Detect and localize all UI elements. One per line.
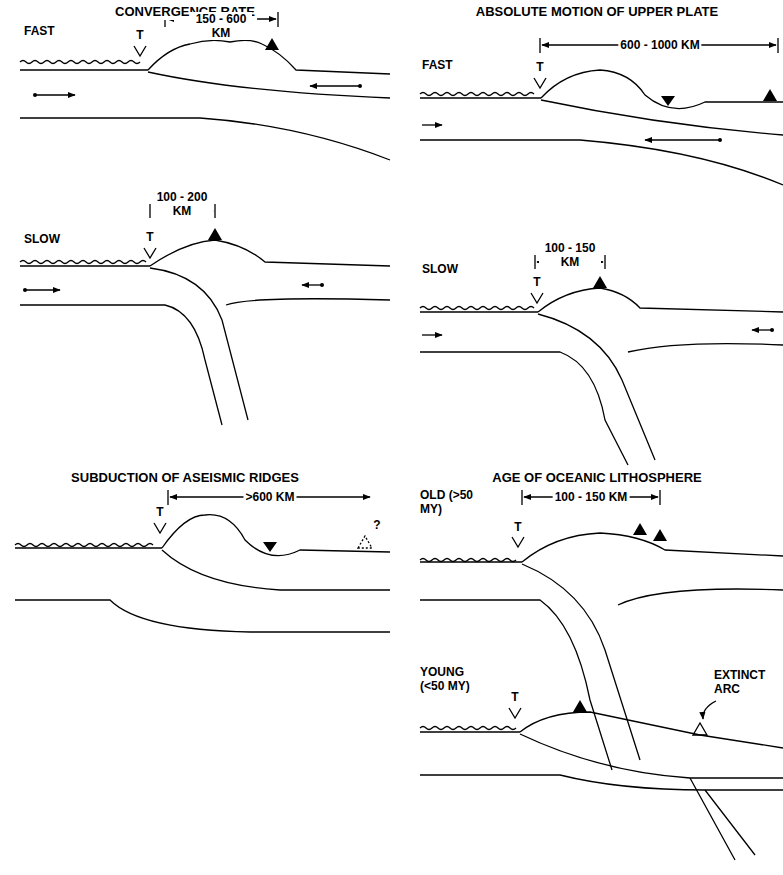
dimension-label: 100 - 200 KM: [151, 190, 213, 218]
upper-plate-base: [226, 299, 390, 305]
ocean-plate-top: [20, 69, 148, 70]
slab-top: [162, 550, 390, 590]
ocean-plate-top: [420, 731, 520, 732]
upper-plate-surface: [520, 712, 783, 748]
motion-arrow-tail: [320, 283, 324, 287]
plate-motion-arrow: [310, 85, 360, 86]
plate-motion-arrow: [422, 334, 442, 335]
trench-mark: [154, 523, 166, 533]
plate-motion-arrow: [422, 124, 442, 125]
sea-surface: [420, 93, 534, 96]
plate-motion-arrow: [752, 329, 772, 330]
slab-bottom: [15, 600, 390, 632]
slab-bottom: [420, 140, 783, 185]
volcanic-arc-symbol: [763, 89, 777, 101]
extinct-arc-symbol: [358, 536, 372, 548]
upper-plate-surface: [162, 515, 390, 556]
plate-motion-arrow: [302, 284, 322, 285]
sea-surface: [15, 544, 153, 547]
upper-plate-surface: [538, 288, 783, 312]
slab-bottom: [420, 352, 628, 465]
extinct-arc-symbol: [693, 723, 707, 735]
panel-title: AGE OF OCEANIC LITHOSPHERE: [490, 470, 703, 486]
sea-surface: [420, 727, 516, 730]
volcanic-arc-symbol: [653, 529, 667, 541]
plate-motion-arrow: [25, 289, 60, 290]
slab-top: [538, 314, 655, 460]
slab-top: [520, 734, 783, 778]
slab-bottom: [20, 118, 390, 160]
sea-surface: [20, 261, 146, 264]
slab-top: [541, 100, 783, 135]
plate-motion-arrow: [35, 94, 75, 95]
callout-label: EXTINCT ARC: [712, 668, 778, 696]
ocean-plate-top: [420, 561, 522, 562]
trench-mark: [134, 46, 146, 56]
slab-bottom: [20, 305, 222, 425]
motion-arrow-tail: [718, 138, 722, 142]
dimension-label: 100 - 150 KM: [539, 241, 601, 269]
dimension-label: 100 - 150 KM: [553, 490, 630, 504]
leader-line: [703, 701, 716, 719]
dimension-label: >600 KM: [243, 490, 296, 504]
trench-label: T: [134, 28, 145, 42]
volcanic-arc-symbol: [265, 38, 279, 50]
motion-arrow-tail: [358, 84, 362, 88]
ocean-plate-top: [20, 265, 150, 266]
ocean-plate-top: [420, 311, 538, 312]
trench-mark: [144, 248, 156, 258]
dimension-label: 150 - 600 KM: [190, 12, 252, 40]
ocean-plate-top: [15, 547, 162, 548]
case-label: FAST: [420, 58, 455, 72]
ocean-plate-top: [420, 97, 541, 98]
upper-plate-surface: [150, 240, 390, 266]
slab-top: [522, 564, 640, 760]
volcanic-arc-symbol: [633, 523, 647, 535]
dimension-tick: [522, 490, 660, 505]
panel-title: ABSOLUTE MOTION OF UPPER PLATE: [474, 4, 720, 20]
sea-surface: [20, 61, 140, 64]
upper-plate-surface: [541, 70, 783, 109]
volcanic-arc-symbol: [573, 700, 587, 712]
trench-mark: [534, 78, 546, 88]
dimension-tick: [167, 490, 168, 505]
dimension-tick: [540, 38, 778, 53]
dimension-label: 600 - 1000 KM: [618, 38, 701, 52]
motion-arrow-tail: [770, 328, 774, 332]
case-label: YOUNG (<50 MY): [418, 665, 484, 693]
trench-mark: [512, 537, 524, 547]
volcanic-arc-symbol: [208, 228, 222, 240]
upper-plate-surface: [522, 533, 783, 562]
panel-title: SUBDUCTION OF ASEISMIC RIDGES: [69, 470, 301, 486]
trench-label: T: [144, 230, 155, 244]
motion-arrow-tail: [33, 93, 37, 97]
trench-label: T: [534, 60, 545, 74]
sea-surface: [420, 307, 534, 310]
case-label: SLOW: [22, 232, 62, 246]
slab-top: [148, 72, 390, 98]
upper-plate-base: [618, 589, 783, 605]
motion-arrow-tail: [23, 288, 27, 292]
plate-motion-arrow: [645, 139, 720, 140]
trench-label: T: [531, 275, 542, 289]
trench-label: T: [512, 520, 523, 534]
trench-label: T: [154, 505, 165, 519]
trench-mark: [509, 708, 521, 718]
slab-bottom: [420, 775, 783, 790]
sea-surface: [420, 559, 516, 562]
back-arc-basin-symbol: [263, 542, 277, 552]
volcanic-arc-symbol: [593, 276, 607, 288]
slab-top: [150, 268, 248, 420]
case-label: OLD (>50 MY): [418, 488, 484, 516]
back-arc-basin-symbol: [661, 96, 675, 106]
trench-label: T: [509, 690, 520, 704]
detached-slab: [690, 778, 755, 860]
trench-mark: [531, 293, 543, 303]
case-label: SLOW: [420, 262, 460, 276]
case-label: FAST: [22, 24, 57, 38]
query-mark: ?: [371, 518, 382, 532]
upper-plate-base: [628, 344, 783, 352]
